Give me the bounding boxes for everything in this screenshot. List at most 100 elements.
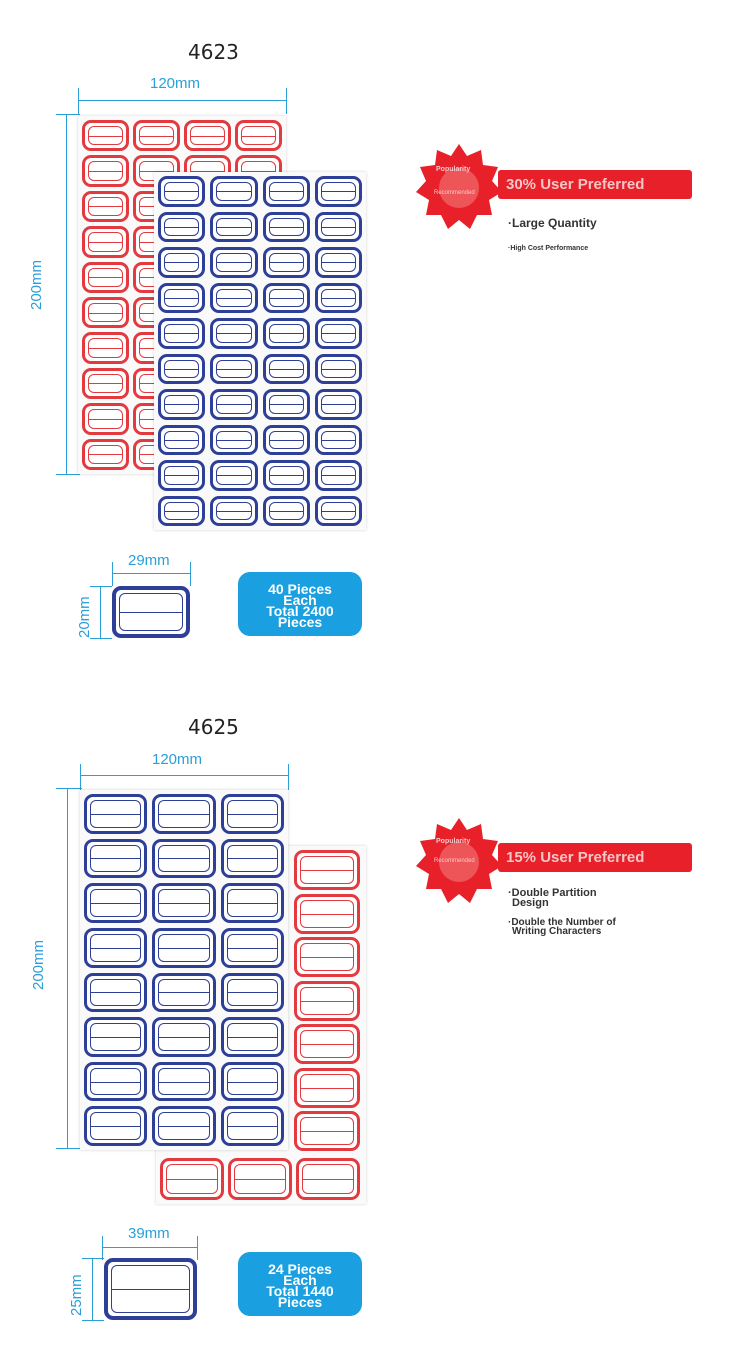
sticker-label	[158, 318, 206, 349]
pieces-line: Total 1440	[266, 1283, 334, 1299]
sticker-label	[158, 211, 206, 242]
sticker-label	[210, 282, 258, 313]
sticker-label	[82, 297, 129, 329]
sticker-label	[84, 883, 148, 923]
sticker-label	[82, 226, 129, 258]
sheet-width-label: 120mm	[150, 75, 201, 92]
label-height-line	[92, 1258, 93, 1320]
label-width-text: 29mm	[128, 552, 170, 569]
badge-bottom-text: Recommended	[434, 858, 475, 864]
sticker-label	[152, 1106, 216, 1146]
sticker-label	[160, 1158, 224, 1200]
feature-line: Design	[512, 897, 549, 909]
dimension-tick	[80, 764, 81, 790]
pieces-count-badge: 40 Pieces Each Total 2400 Pieces	[238, 572, 362, 636]
pieces-line: Total 2400	[266, 603, 334, 619]
sticker-label	[152, 927, 216, 968]
dimension-tick	[78, 88, 79, 114]
blue-label-sheet	[80, 790, 288, 1150]
sticker-label	[158, 282, 206, 313]
sticker-label	[262, 282, 310, 313]
sticker-label	[210, 495, 258, 526]
blue-label-sheet	[154, 172, 366, 530]
sticker-label	[228, 1158, 292, 1200]
sticker-label	[84, 838, 148, 879]
sticker-label	[294, 850, 360, 890]
sticker-label	[262, 460, 310, 491]
badge-bottom-text: Recommended	[434, 190, 475, 196]
sticker-label	[220, 972, 284, 1013]
sticker-label	[262, 353, 310, 384]
feature-item: ·High Cost Performance	[508, 245, 589, 252]
sticker-label	[314, 176, 362, 207]
sticker-label	[220, 883, 284, 923]
sticker-label	[220, 838, 284, 879]
sticker-label	[314, 318, 362, 349]
dimension-tick	[90, 586, 112, 587]
feature-line: ·Double the Number of	[508, 917, 616, 928]
sticker-label	[158, 353, 206, 384]
sticker-label	[262, 424, 310, 455]
sticker-label	[262, 176, 310, 207]
sticker-label	[314, 424, 362, 455]
sticker-label	[184, 120, 231, 152]
width-dimension-line	[80, 775, 288, 776]
dimension-tick	[82, 1258, 104, 1259]
sticker-label	[133, 120, 180, 152]
label-width-line	[112, 573, 190, 574]
sticker-label	[158, 389, 206, 420]
sticker-label	[84, 1017, 148, 1057]
sticker-label	[82, 438, 129, 470]
sticker-label	[262, 247, 310, 278]
label-height-text: 20mm	[76, 596, 93, 638]
popularity-badge: Popularity Recommended	[414, 816, 504, 906]
model-number: 4625	[188, 715, 239, 739]
sticker-label	[82, 367, 129, 400]
star-seal-icon	[416, 818, 502, 903]
sticker-label	[296, 1158, 360, 1200]
sticker-label	[220, 1106, 284, 1146]
sticker-label	[84, 927, 148, 968]
pieces-line: 24 Pieces	[268, 1261, 332, 1277]
dimension-tick	[286, 88, 287, 114]
width-dimension-line	[78, 100, 286, 101]
sticker-label	[82, 190, 129, 223]
sticker-label	[294, 980, 360, 1021]
sticker-label	[152, 1017, 216, 1057]
sticker-label	[294, 1111, 360, 1151]
feature-item: ·Double Partition Design	[508, 887, 597, 909]
sticker-label	[314, 495, 362, 526]
badge-top-text: Popularity	[436, 166, 471, 173]
height-dimension-line	[66, 114, 67, 474]
sticker-label	[152, 972, 216, 1013]
sheet-height-label: 200mm	[28, 259, 45, 310]
sticker-label	[220, 794, 284, 834]
pieces-line: Each	[283, 592, 317, 608]
sticker-label	[220, 927, 284, 968]
pieces-line: 40 Pieces	[268, 581, 332, 597]
sticker-label	[210, 389, 258, 420]
sticker-label	[210, 353, 258, 384]
sticker-label	[262, 318, 310, 349]
feature-line: Writing Characters	[512, 926, 602, 937]
sticker-label	[158, 424, 206, 455]
dimension-tick	[82, 1320, 104, 1321]
sticker-label	[152, 883, 216, 923]
height-dimension-line	[67, 788, 68, 1148]
model-number: 4623	[188, 40, 239, 64]
pieces-line: Each	[283, 1272, 317, 1288]
user-preferred-banner: 30% User Preferred	[498, 170, 692, 199]
sticker-label	[314, 282, 362, 313]
label-width-text: 39mm	[128, 1225, 170, 1242]
sticker-label	[84, 1106, 148, 1146]
dimension-tick	[112, 562, 113, 586]
badge-top-text: Popularity	[436, 838, 471, 845]
feature-item: ·Double the Number of Writing Characters	[508, 917, 616, 937]
user-preferred-banner: 15% User Preferred	[498, 843, 692, 872]
sticker-label	[158, 176, 206, 207]
sticker-label	[210, 176, 258, 207]
sticker-label	[220, 1061, 284, 1102]
feature-line: ·Double Partition	[508, 887, 597, 899]
sticker-label	[314, 460, 362, 491]
popularity-badge: Popularity Recommended	[414, 142, 504, 232]
